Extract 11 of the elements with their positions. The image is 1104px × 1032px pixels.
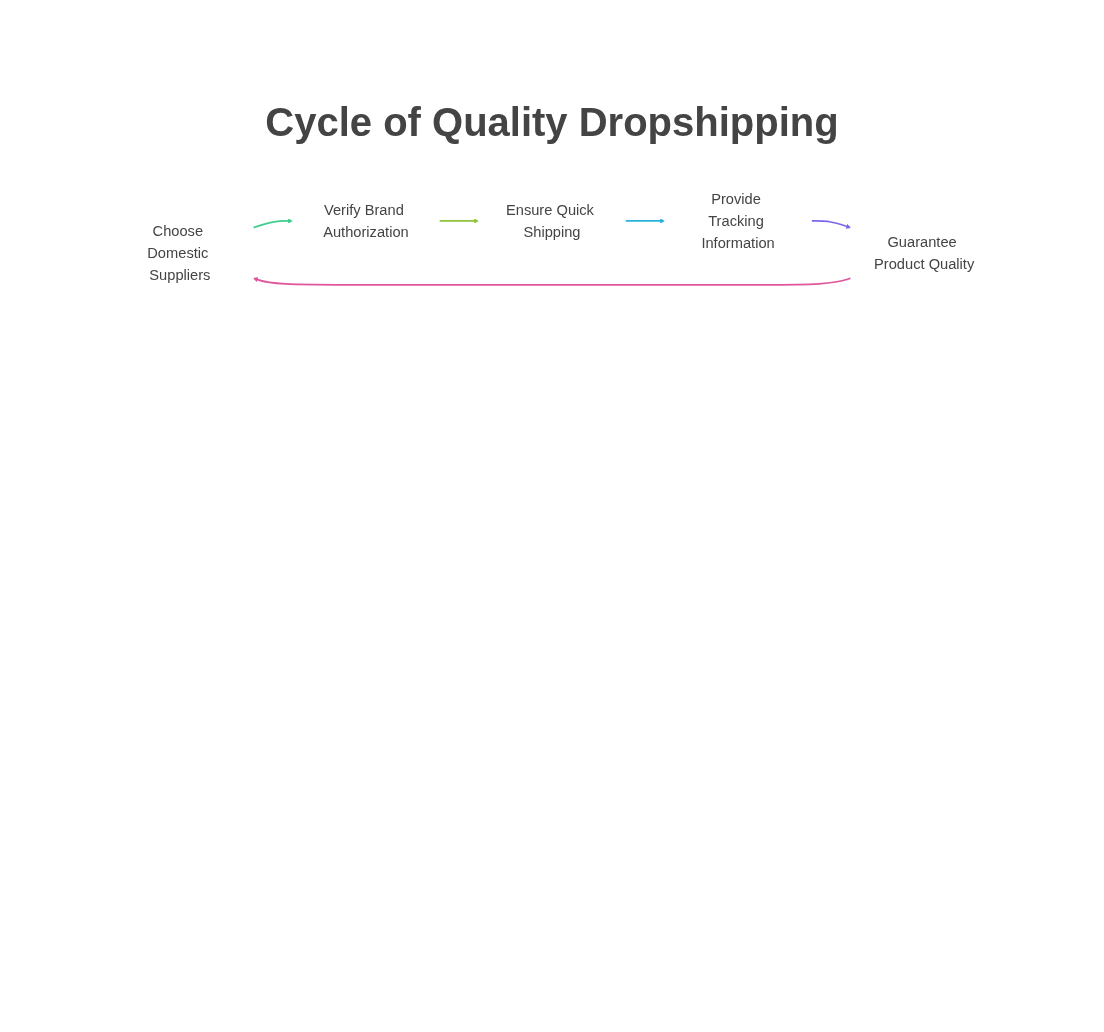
arrow (810, 220, 852, 229)
arrow (438, 218, 479, 224)
node-text: Guarantee Product Quality (874, 233, 975, 273)
arrow (624, 218, 665, 224)
diagram-title: Cycle of Quality Dropshipping (265, 100, 839, 145)
node-text: Choose Domestic Suppliers (147, 222, 211, 284)
node-text: Verify Brand Authorization (323, 201, 409, 241)
arrow (252, 218, 293, 229)
node-text: Ensure Quick Shipping (505, 201, 594, 241)
arrow (252, 277, 852, 286)
node-text: Provide Tracking Information (701, 190, 775, 252)
